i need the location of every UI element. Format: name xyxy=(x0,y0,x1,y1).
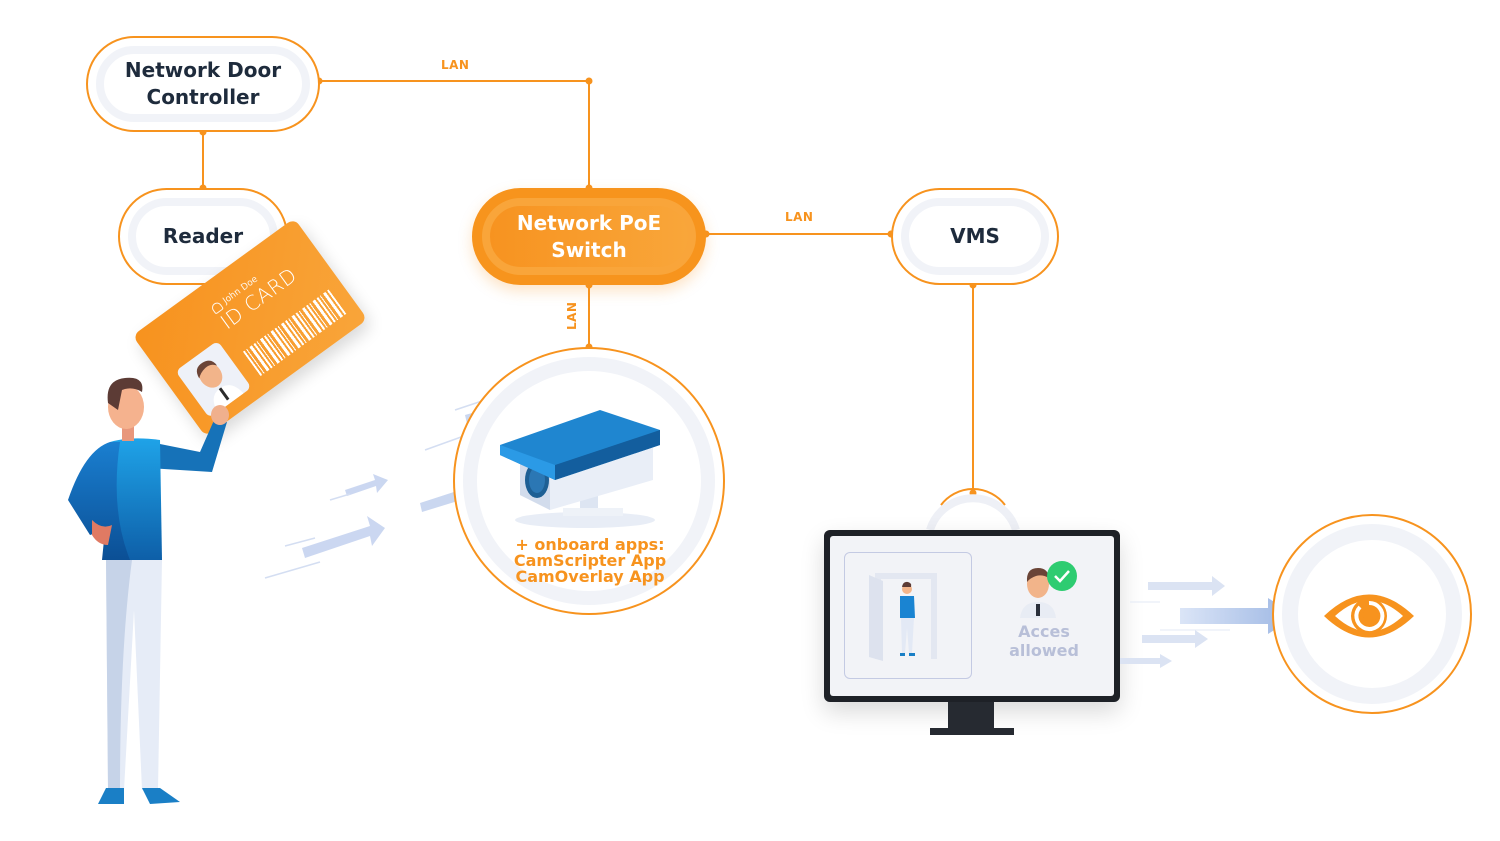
reader-label: Reader xyxy=(162,224,244,248)
monitor-base xyxy=(930,728,1014,735)
access-status: Acces allowed xyxy=(994,622,1094,660)
lan-label-top: LAN xyxy=(441,58,470,72)
person-illustration xyxy=(68,377,229,804)
apps-line1: + onboard apps: xyxy=(515,535,665,554)
security-camera-icon xyxy=(500,410,660,528)
check-badge xyxy=(1047,561,1077,591)
monitor-arc-shadow xyxy=(926,494,1020,532)
arrow-icon xyxy=(1142,630,1208,648)
poe-switch-label-line2: Switch xyxy=(551,237,627,262)
arrow-icon xyxy=(1120,654,1172,668)
arrow-icon xyxy=(302,516,385,558)
lan-label-vertical: LAN xyxy=(565,301,579,330)
door-controller-label-line1: Network Door xyxy=(124,58,282,82)
apps-line2: CamScripter App xyxy=(513,551,667,570)
network-door-controller-node[interactable]: Network Door Controller xyxy=(86,36,320,132)
eye-icon xyxy=(1324,594,1414,638)
junction-dot xyxy=(585,77,593,85)
arrow-icon xyxy=(345,474,388,496)
main-arrow-icon xyxy=(1180,598,1296,634)
motion-arrows-right xyxy=(1120,576,1296,668)
camera-feed-panel xyxy=(844,552,972,679)
access-status-line1: Acces xyxy=(1018,622,1070,641)
camera-ring[interactable] xyxy=(453,347,725,615)
check-icon xyxy=(1054,570,1070,583)
door-controller-label-line2: Controller xyxy=(146,85,260,109)
network-poe-switch-node[interactable]: Network PoE Switch xyxy=(472,188,706,285)
vms-node[interactable]: VMS xyxy=(891,188,1059,285)
apps-line3: CamOverlay App xyxy=(515,567,665,586)
access-status-line2: allowed xyxy=(1009,641,1079,660)
arrow-icon xyxy=(1148,576,1225,596)
onboard-apps-text: + onboard apps: CamScripter App CamOverl… xyxy=(500,537,680,585)
user-avatar-icon xyxy=(1020,561,1077,618)
monitor-arc xyxy=(940,488,1006,506)
vms-monitor: Acces allowed xyxy=(824,530,1120,702)
monitor-stand xyxy=(948,702,994,730)
vms-label: VMS xyxy=(950,224,1000,248)
doorway-person-icon xyxy=(869,573,937,661)
poe-switch-label-line1: Network PoE xyxy=(516,210,662,235)
lan-label-middle: LAN xyxy=(785,210,814,224)
